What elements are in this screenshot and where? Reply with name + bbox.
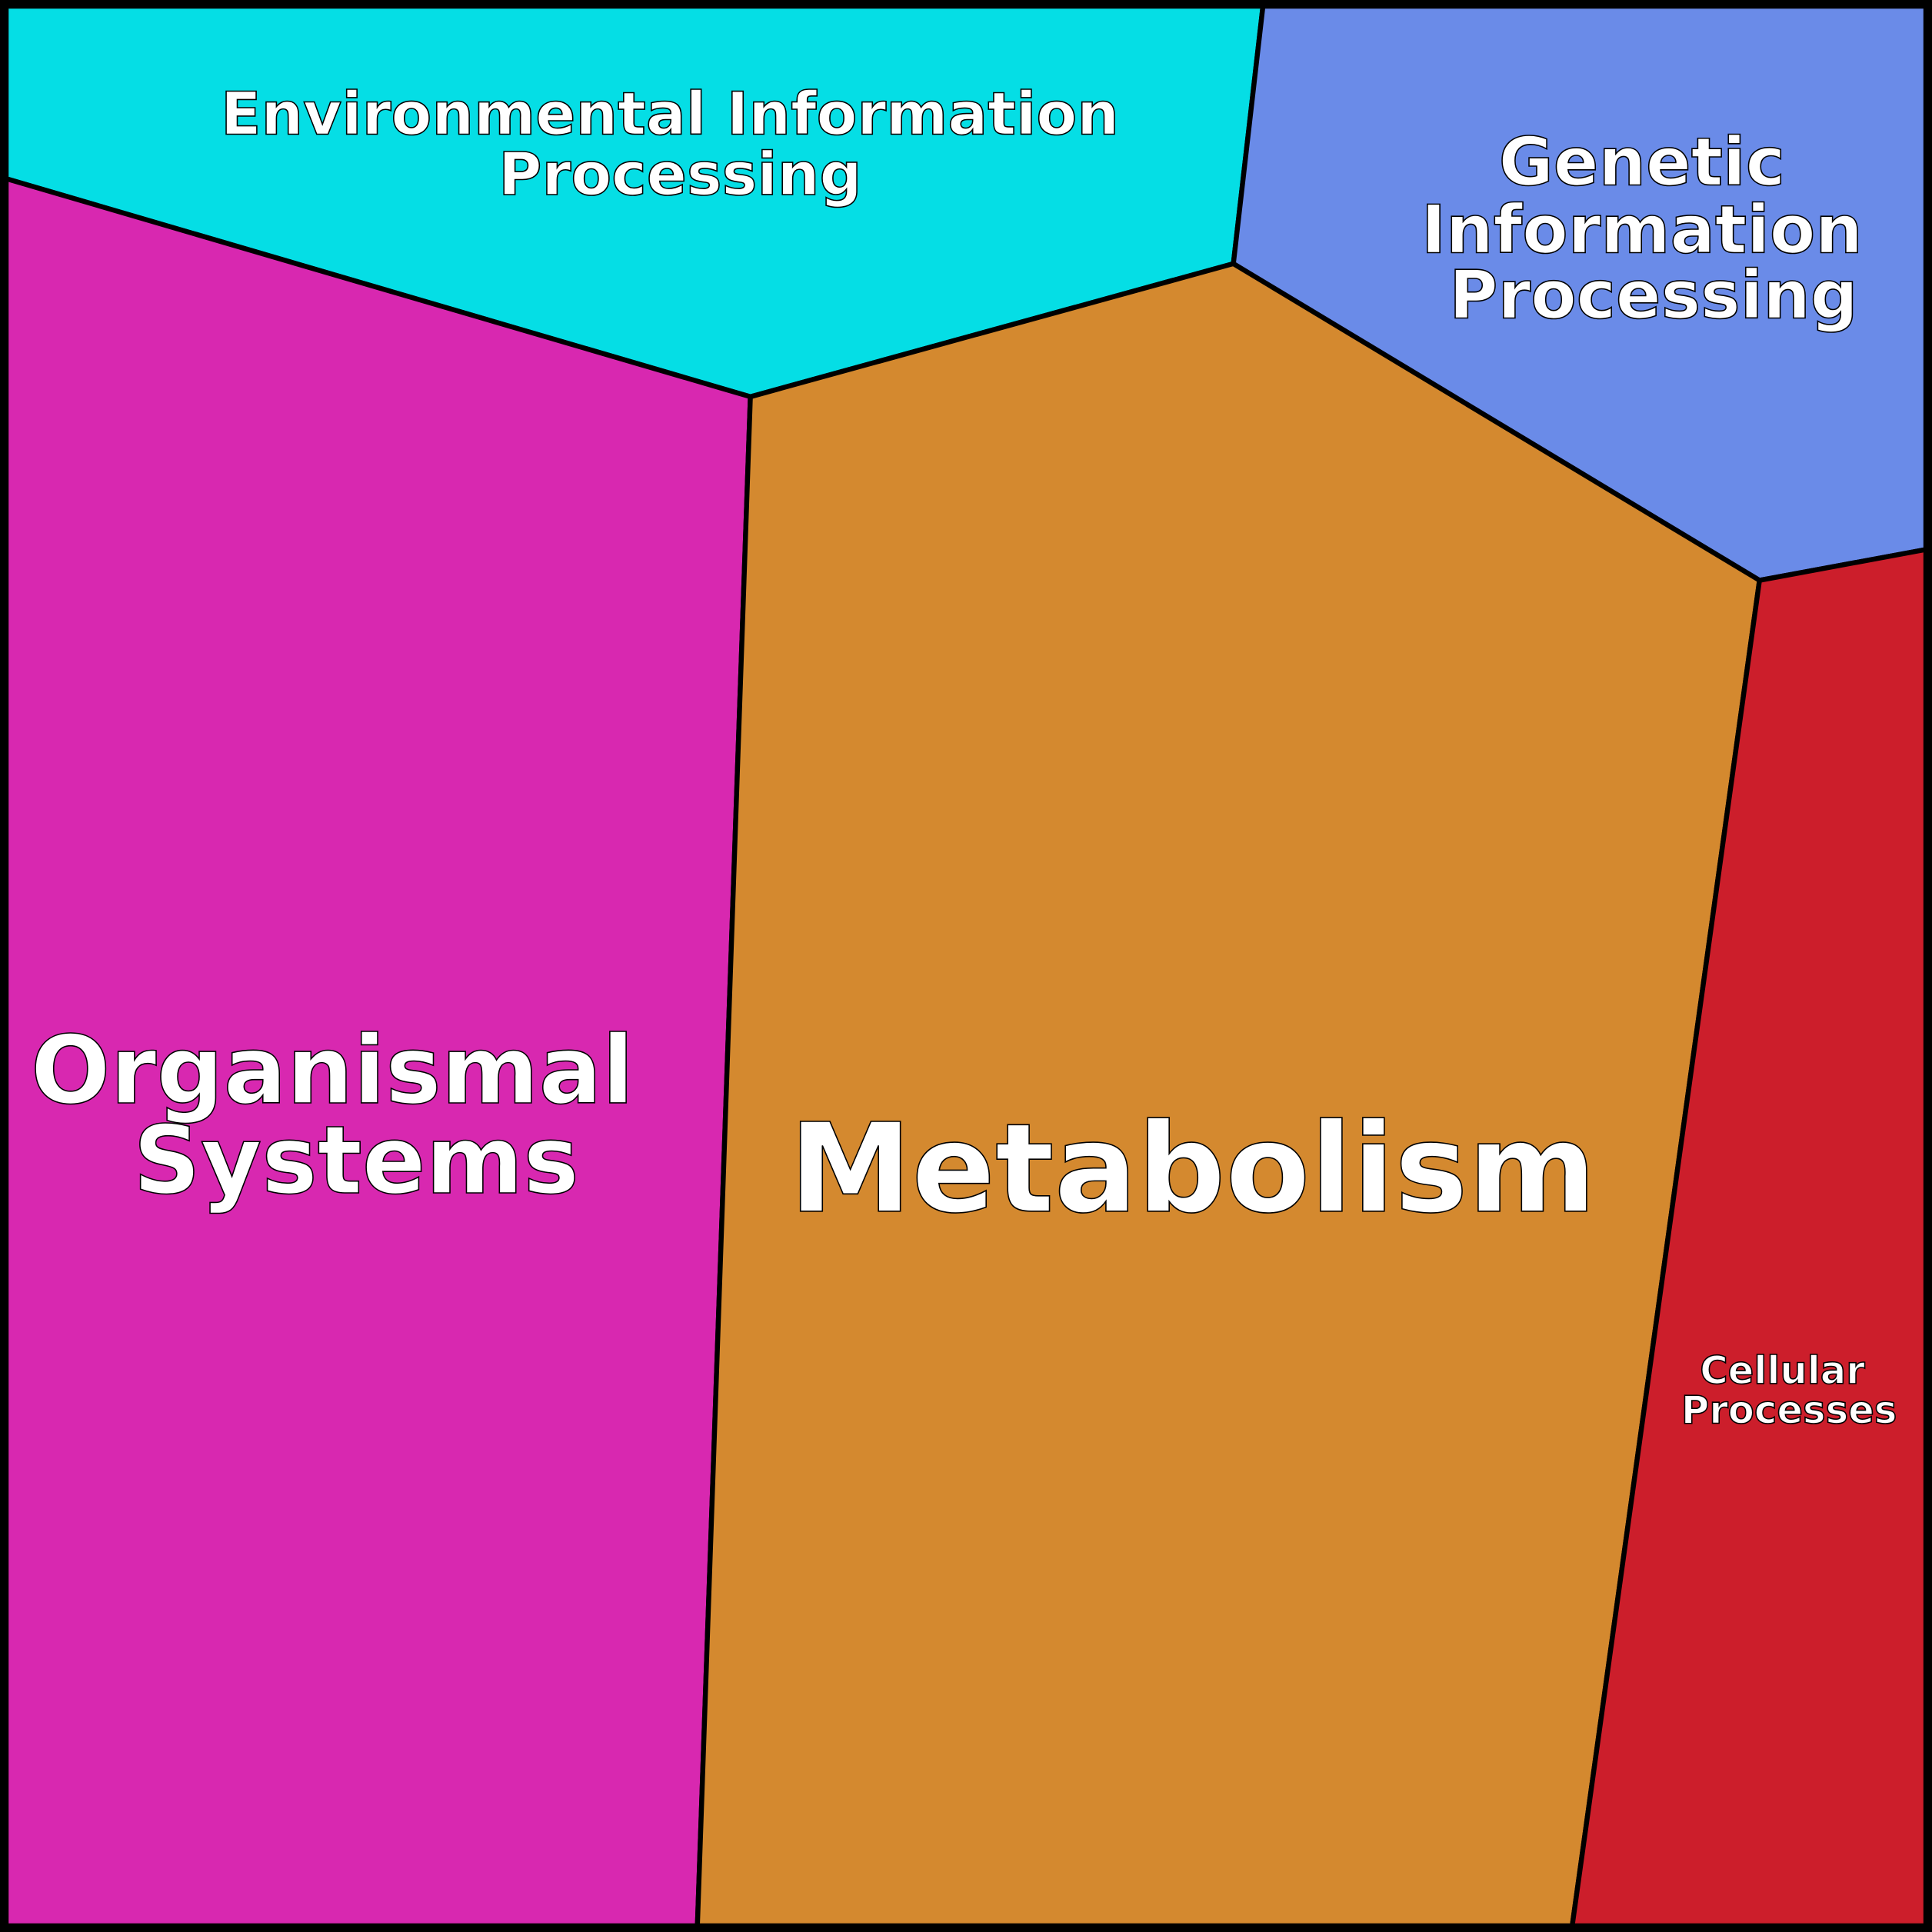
label-genetic: Genetic Information Processing (1421, 124, 1886, 334)
label-metabolism: Metabolism (789, 1097, 1597, 1241)
cell-metabolism (695, 261, 1762, 1929)
label-cellular: Cellular Processes (1681, 1348, 1897, 1432)
label-organismal: Organismal Systems (31, 1016, 667, 1215)
label-environmental: Environmental Information Processing (221, 81, 1140, 210)
